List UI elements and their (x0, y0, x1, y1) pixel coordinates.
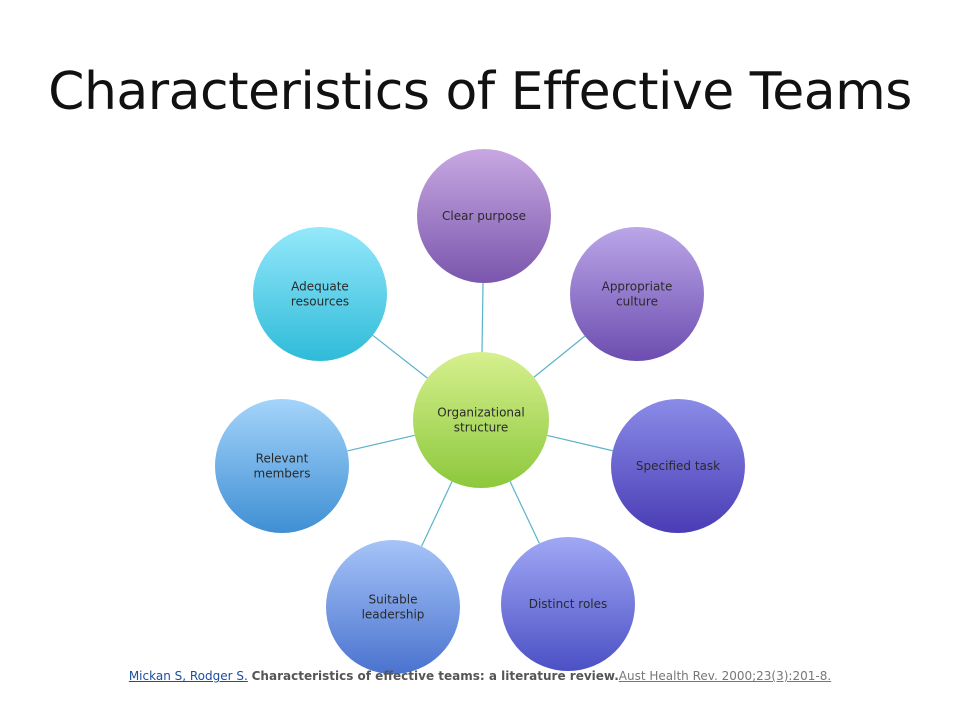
slide-title: Characteristics of Effective Teams (48, 62, 912, 122)
suitable-leadership-label-line: leadership (362, 608, 425, 622)
clear-purpose-node (417, 149, 551, 283)
connector-suitable-leadership (420, 481, 453, 547)
relevant-members-label-line: members (254, 467, 311, 481)
adequate-resources-node (253, 227, 387, 361)
connectors (347, 282, 613, 547)
citation-authors-link[interactable]: Mickan S, Rodger S. (128, 669, 248, 683)
citation: Mickan S, Rodger S. Characteristics of e… (0, 669, 960, 683)
appropriate-culture-node (570, 227, 704, 361)
appropriate-culture-label-line: Appropriate (602, 280, 673, 294)
specified-task-label-line: Specified task (636, 459, 720, 473)
adequate-resources-label-line: Adequate (291, 280, 349, 294)
organizational-structure-label-line: Organizational (437, 406, 524, 420)
organizational-structure-label-line: structure (454, 421, 508, 435)
connector-specified-task (547, 434, 613, 452)
clear-purpose-label-line: Clear purpose (442, 209, 526, 223)
specified-task-label: Specified task (636, 459, 720, 473)
connector-appropriate-culture (533, 335, 586, 378)
specified-task-node (611, 399, 745, 533)
connector-adequate-resources (372, 334, 428, 379)
connector-relevant-members (347, 434, 415, 452)
distinct-roles-label-line: Distinct roles (529, 597, 608, 611)
relevant-members-label-line: Relevant (256, 452, 309, 466)
citation-article-title: Characteristics of effective teams: a li… (251, 669, 619, 683)
connector-clear-purpose (481, 282, 484, 353)
suitable-leadership-node (326, 540, 460, 674)
suitable-leadership-label-line: Suitable (369, 593, 418, 607)
distinct-roles-label: Distinct roles (529, 597, 608, 611)
connector-distinct-roles (509, 481, 540, 544)
citation-journal-link[interactable]: Aust Health Rev. 2000;23(3):201-8. (618, 669, 832, 683)
adequate-resources-label-line: resources (291, 295, 349, 309)
organizational-structure-node (413, 352, 549, 488)
relevant-members-node (215, 399, 349, 533)
distinct-roles-node (501, 537, 635, 671)
clear-purpose-label: Clear purpose (442, 209, 526, 223)
appropriate-culture-label-line: culture (616, 295, 658, 309)
